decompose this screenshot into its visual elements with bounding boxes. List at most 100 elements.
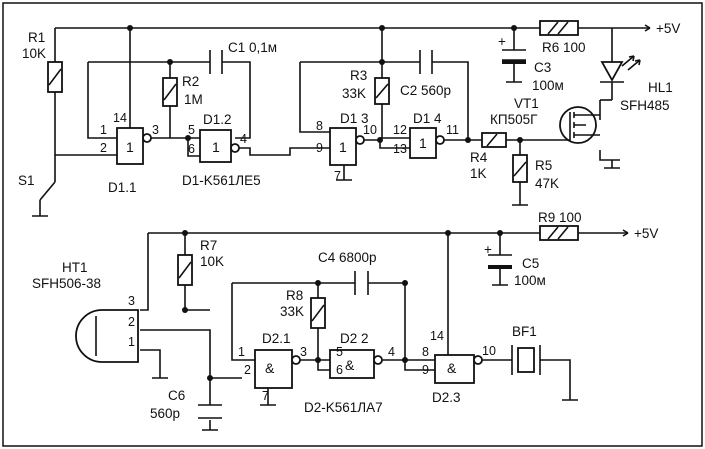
gate-symbol-d1-2: 1 — [212, 139, 220, 155]
gate-symbol-d2-3: & — [447, 360, 457, 376]
label-r6: R6 100 — [542, 40, 586, 55]
label-hl1: HL1 — [648, 80, 673, 95]
label-c1: C1 0,1м — [228, 40, 277, 55]
pin-7-d2: 7 — [262, 389, 269, 403]
label-vt1: VT1 — [514, 96, 539, 111]
pin-2-ht1: 2 — [128, 315, 135, 329]
gate-d2-2 — [329, 349, 383, 379]
pin-2-d2: 2 — [244, 363, 251, 377]
gate-symbol-d1-3: 1 — [339, 139, 347, 155]
gate-d1-3 — [329, 127, 365, 166]
label-r9: R9 100 — [538, 210, 582, 225]
capacitor-c1 — [209, 50, 223, 74]
pin-1-d1: 1 — [100, 123, 107, 137]
label-r1: R1 — [28, 30, 45, 45]
pin-14-d2: 14 — [430, 329, 444, 343]
pin-9-d1: 9 — [316, 141, 323, 155]
pin-6-d2: 6 — [336, 363, 343, 377]
label-d1-type: D1-K561ЛЕ5 — [182, 173, 261, 188]
label-c4: C4 6800p — [318, 250, 377, 265]
label-vcc-top: +5V — [656, 21, 680, 36]
capacitor-c6 — [198, 404, 222, 419]
pin-10-d2: 10 — [482, 344, 496, 358]
label-r7-value: 10K — [200, 254, 224, 269]
pin-2-d1: 2 — [100, 141, 107, 155]
pin-7-d1: 7 — [334, 169, 341, 183]
pin-3-ht1: 3 — [128, 294, 135, 308]
pin-11-d1: 11 — [446, 123, 459, 137]
label-c5-value: 100м — [514, 273, 546, 288]
gate-d2-1 — [254, 349, 301, 389]
label-c2: C2 560p — [400, 83, 451, 98]
gate-symbol-d1-1: 1 — [126, 139, 134, 155]
label-plus-c5: + — [484, 242, 492, 257]
label-c5: C5 — [522, 256, 539, 271]
gate-symbol-d2-1: & — [265, 360, 275, 376]
gate-d1-2 — [199, 129, 240, 163]
pin-14-d1: 14 — [113, 111, 127, 125]
label-plus-c3: + — [498, 34, 506, 49]
capacitor-c2 — [419, 50, 433, 74]
label-d2-3: D2.3 — [432, 390, 461, 405]
label-d2-1: D2.1 — [262, 331, 291, 346]
label-r8-value: 33K — [280, 304, 304, 319]
label-d1-1: D1.1 — [108, 180, 137, 195]
top-wires — [32, 24, 651, 217]
label-d2-type: D2-K561ЛА7 — [304, 400, 383, 415]
gate-d1-4 — [409, 127, 445, 159]
pin-10-d1: 10 — [363, 123, 377, 137]
pin-4-d1: 4 — [240, 132, 247, 146]
pin-5-d2: 5 — [336, 345, 343, 359]
capacitor-c5 — [488, 254, 512, 269]
label-d1-2: D1.2 — [203, 112, 232, 127]
label-r5-value: 47K — [535, 176, 559, 191]
label-hl1-type: SFH485 — [620, 98, 670, 113]
label-r2-value: 1M — [184, 92, 203, 107]
label-r5: R5 — [535, 158, 552, 173]
label-r1-value: 10K — [22, 46, 46, 61]
gate-symbol-d2-2: & — [345, 357, 355, 373]
pin-3-d2: 3 — [300, 345, 307, 359]
label-d2-2: D2 2 — [340, 331, 369, 346]
ir-receiver-ht1 — [75, 309, 139, 363]
label-bf1: BF1 — [512, 324, 537, 339]
pin-6-d1: 6 — [188, 142, 195, 156]
label-r8: R8 — [286, 288, 303, 303]
resistor-r4 — [481, 132, 507, 148]
label-r4: R4 — [470, 150, 488, 165]
pin-4-d2: 4 — [388, 345, 395, 359]
pin-1-d2: 1 — [238, 345, 245, 359]
label-s1: S1 — [18, 173, 35, 188]
label-r7: R7 — [200, 238, 217, 253]
gate-d1-1 — [116, 127, 152, 165]
label-c3: C3 — [534, 60, 551, 75]
buzzer-bf1 — [511, 345, 541, 375]
pin-1-ht1: 1 — [128, 335, 135, 349]
led-hl1 — [600, 55, 641, 83]
label-d1-4: D1 4 — [413, 111, 442, 126]
pin-9-d2: 9 — [422, 363, 429, 377]
label-vt1-type: КП505Г — [490, 112, 538, 127]
gate-symbol-d1-4: 1 — [419, 135, 427, 151]
label-ht1: HT1 — [62, 260, 88, 275]
label-ht1-type: SFH506-38 — [32, 276, 101, 291]
pin-5-d1: 5 — [188, 123, 195, 137]
top-junctions — [127, 25, 523, 143]
pin-13-d1: 13 — [393, 142, 407, 156]
bottom-junctions — [182, 230, 503, 381]
pin-8-d1: 8 — [316, 119, 323, 133]
bottom-wires — [140, 229, 629, 431]
label-r3: R3 — [350, 68, 367, 83]
label-r4-value: 1K — [470, 166, 487, 181]
gate-d2-3 — [434, 354, 483, 384]
pin-12-d1: 12 — [393, 123, 407, 137]
capacitor-c3 — [502, 49, 526, 64]
label-c3-value: 100м — [532, 78, 564, 93]
pin-3-d1: 3 — [152, 123, 159, 137]
label-r2: R2 — [182, 74, 199, 89]
label-c6-value: 560p — [150, 406, 180, 421]
label-r3-value: 33K — [342, 86, 366, 101]
label-vcc-bottom: +5V — [634, 226, 658, 241]
